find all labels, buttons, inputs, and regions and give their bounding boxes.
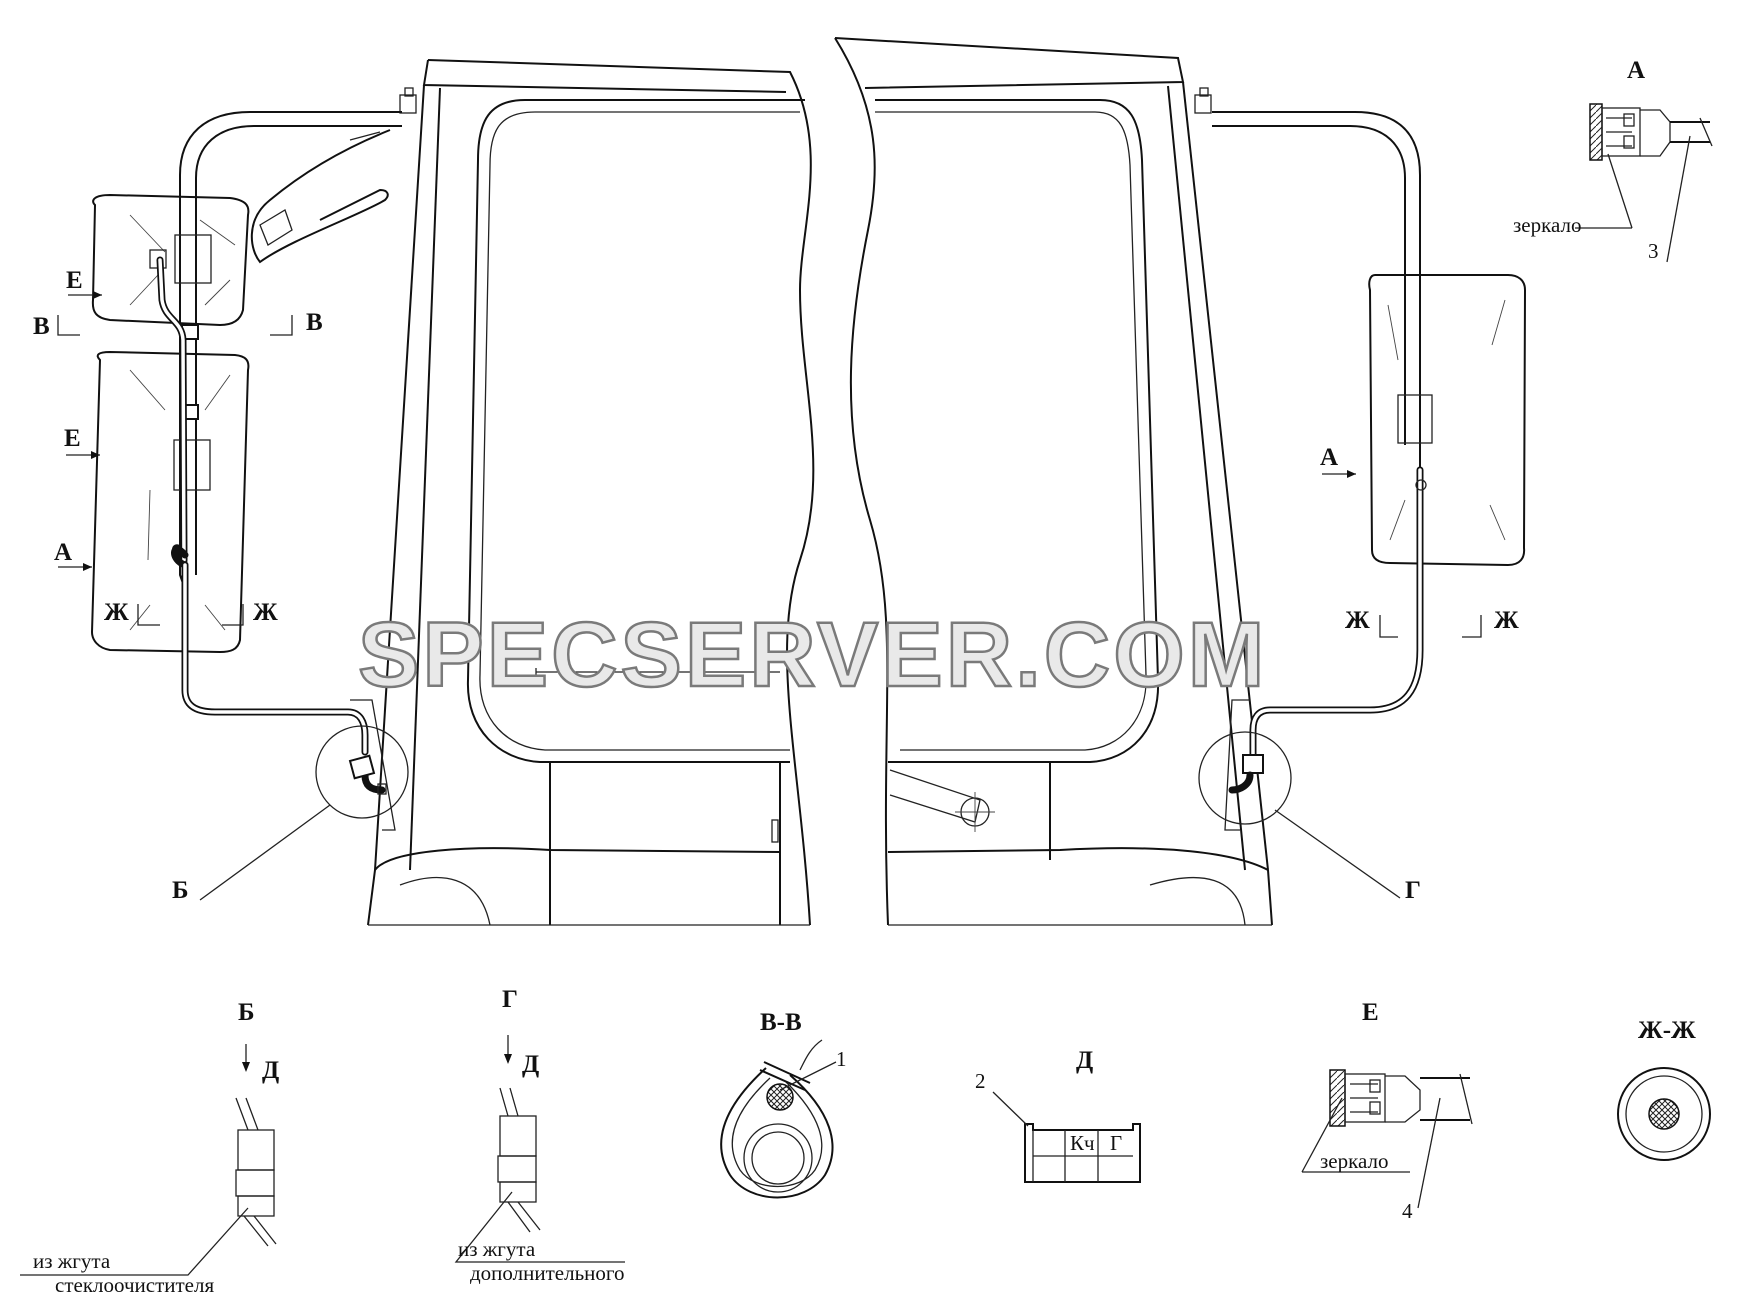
detail-view-d: Д Кч Г 2 — [975, 1047, 1141, 1183]
section-zhzh-title: Ж-Ж — [1638, 1017, 1696, 1044]
detail-e-mirror-label: зеркало — [1320, 1149, 1389, 1173]
callout-a-right: А — [1320, 444, 1338, 471]
callout-e-lower: Е — [64, 425, 81, 452]
section-vv-title: В-В — [760, 1009, 802, 1036]
detail-view-b: Б Д из жгута стеклоочистителя — [20, 999, 279, 1297]
callout-v-left: В — [33, 313, 50, 340]
callout-a-left: А — [54, 539, 72, 566]
detail-a-part-number: 3 — [1648, 239, 1659, 263]
section-zh-zh: Ж-Ж — [1617, 1017, 1711, 1161]
detail-d-part-number: 2 — [975, 1069, 986, 1093]
detail-b-arrow-label: Д — [262, 1057, 279, 1084]
detail-e-part-number: 4 — [1402, 1199, 1413, 1223]
section-v-v: В-В 1 — [720, 1009, 847, 1199]
detail-view-a: А зеркало 3 — [1513, 57, 1713, 263]
detail-view-g: Г Д из жгута дополнительного — [454, 986, 625, 1285]
callout-zh-left-2: Ж — [253, 599, 278, 626]
callout-e-upper: Е — [66, 267, 83, 294]
detail-g-arrow-label: Д — [522, 1051, 539, 1078]
detail-b-source-line1: из жгута — [33, 1249, 111, 1273]
detail-e-title: Е — [1362, 999, 1379, 1026]
detail-b-source-line2: стеклоочистителя — [55, 1273, 214, 1297]
detail-g-source-line2: дополнительного — [470, 1261, 625, 1285]
detail-d-pin-kch: Кч — [1070, 1131, 1095, 1155]
detail-d-title: Д — [1076, 1047, 1093, 1074]
left-mirror-assembly — [90, 111, 409, 901]
callout-v-right: В — [306, 309, 323, 336]
callout-g: Г — [1405, 877, 1421, 904]
detail-b-title: Б — [238, 999, 255, 1026]
callout-zh-right-2: Ж — [1494, 607, 1519, 634]
callout-zh-right-1: Ж — [1345, 607, 1370, 634]
cab-outline — [367, 37, 1273, 926]
callout-b: Б — [172, 877, 189, 904]
detail-a-title: А — [1627, 57, 1645, 84]
detail-view-e: Е зеркало 4 — [1301, 999, 1473, 1223]
detail-d-pin-g: Г — [1110, 1131, 1122, 1155]
detail-a-mirror-label: зеркало — [1513, 213, 1582, 237]
section-vv-part-number: 1 — [836, 1047, 847, 1071]
detail-g-title: Г — [502, 986, 518, 1013]
watermark: SPECSERVER.COM — [358, 604, 1267, 706]
callout-zh-left-1: Ж — [104, 599, 129, 626]
detail-g-source-line1: из жгута — [458, 1237, 536, 1261]
callout-labels: Е В В Е А Ж Ж А Ж Ж Б Г — [33, 267, 1519, 904]
right-mirror-assembly — [1198, 111, 1527, 899]
